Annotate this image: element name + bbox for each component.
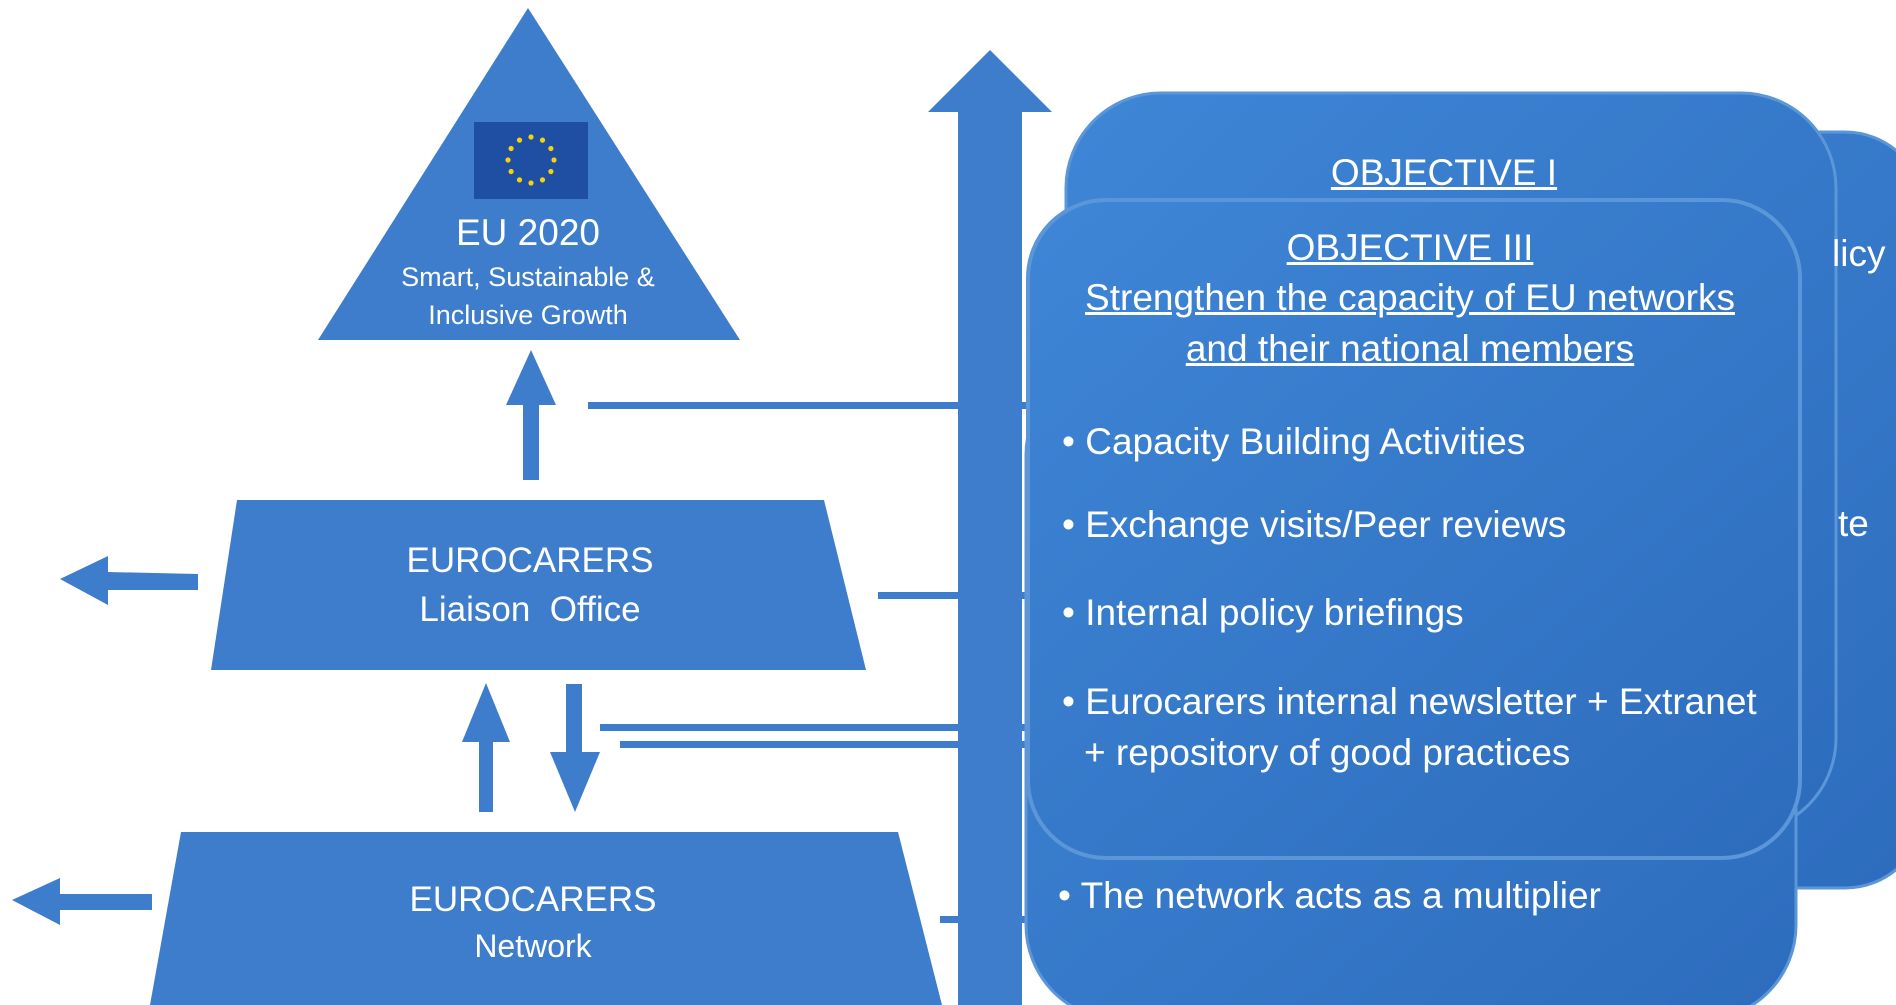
eu-flag-icon: [474, 122, 588, 199]
back-card-fragment-policy: licy: [1832, 233, 1886, 274]
eu2020-title: EU 2020: [456, 212, 600, 253]
arrow-up-to-eu2020: [506, 350, 556, 480]
network-subtitle: Network: [474, 928, 592, 964]
liaison-office-subtitle: Liaison Office: [419, 590, 641, 629]
eu-flag-star: [539, 137, 546, 143]
eu-flag-star: [508, 168, 514, 175]
bullet-item: Eurocarers internal newsletter + Extrane…: [1062, 681, 1756, 723]
eu-flag-star: [528, 180, 534, 186]
objective-i-title: OBJECTIVE I: [1330, 152, 1558, 193]
eu-flag-star: [548, 168, 554, 175]
eu-flag-star: [528, 134, 534, 140]
objective-iii-subtitle-line2: and their national members: [1185, 328, 1635, 369]
arrow-up-network-to-liaison: [462, 683, 510, 812]
liaison-office-trapezoid: [211, 500, 866, 670]
network-title: EUROCARERS: [409, 880, 657, 919]
network-trapezoid: [150, 832, 942, 1005]
eu-flag-star: [539, 177, 546, 183]
liaison-office-title: EUROCARERS: [406, 541, 654, 580]
bullet-item: Capacity Building Activities: [1062, 421, 1525, 463]
eu-flag-star: [551, 157, 557, 163]
connector-line-eu2020: [588, 402, 1028, 409]
tall-up-arrow: [928, 50, 1052, 1005]
eu2020-subtitle-line1: Smart, Sustainable &: [401, 262, 655, 292]
bullet-continuation: + repository of good practices: [1084, 732, 1571, 773]
connector-line-network-lower: [620, 741, 1030, 748]
back-card-last-bullet: • The network acts as a multiplier: [1058, 875, 1601, 916]
bullet-item: Internal policy briefings: [1062, 592, 1463, 634]
eu-flag-star: [548, 145, 554, 152]
arrow-left-liaison: [60, 556, 198, 605]
eu-flag-star: [505, 157, 511, 163]
objective-iii-subtitle-line1: Strengthen the capacity of EU networks: [1085, 277, 1735, 318]
eu-flag-star: [508, 145, 514, 152]
back-card-fragment-te: te: [1838, 503, 1869, 544]
eu-flag-star: [516, 137, 523, 143]
arrow-left-network: [12, 878, 152, 925]
objective-iii-title: OBJECTIVE III: [1286, 227, 1534, 268]
arrow-down-liaison-to-network: [550, 684, 600, 812]
connector-line-network-upper: [600, 724, 1030, 731]
eu-flag-star: [516, 177, 523, 183]
connector-line-liaison: [878, 592, 1028, 599]
bullet-item: Exchange visits/Peer reviews: [1062, 504, 1566, 546]
eu2020-subtitle-line2: Inclusive Growth: [428, 300, 628, 330]
back-card-last-bullet-text: The network acts as a multiplier: [1080, 875, 1601, 916]
